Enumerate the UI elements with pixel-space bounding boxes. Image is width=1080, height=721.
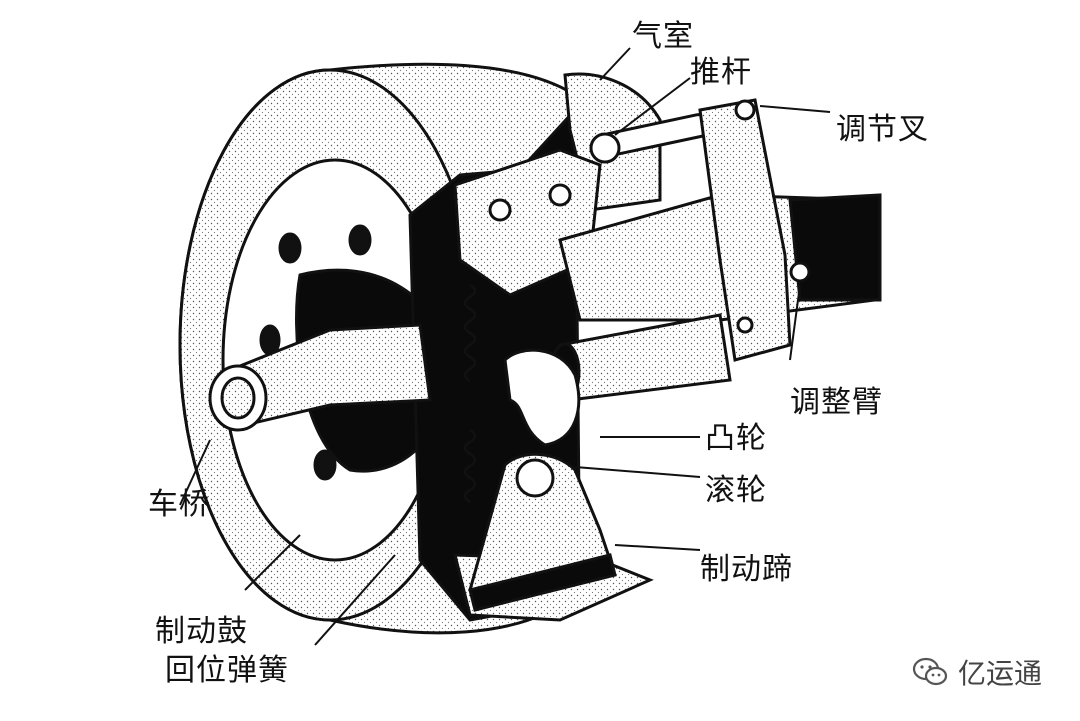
brake-bracket (453, 148, 882, 322)
label-roller: 滚轮 (705, 473, 767, 508)
leader-lines (179, 47, 831, 646)
label-air-chamber: 气室 (632, 19, 694, 54)
watermark-text: 亿运通 (957, 657, 1042, 690)
label-return-spring: 回位弹簧 (165, 653, 289, 688)
return-spring (463, 283, 477, 504)
axle (208, 323, 432, 432)
label-adjust-arm: 调整臂 (790, 385, 883, 420)
brake-shoe (468, 452, 617, 612)
label-brake-shoe: 制动蹄 (700, 552, 793, 587)
watermark: 亿运通 (912, 652, 1042, 692)
adjusting-arm (698, 98, 811, 362)
wechat-icon (912, 657, 948, 687)
label-adjust-fork: 调节叉 (836, 112, 929, 147)
label-push-rod: 推杆 (690, 55, 752, 90)
label-axle: 车桥 (148, 487, 210, 522)
cam (503, 348, 581, 447)
label-brake-drum: 制动鼓 (155, 614, 248, 649)
label-cam: 凸轮 (705, 421, 767, 456)
